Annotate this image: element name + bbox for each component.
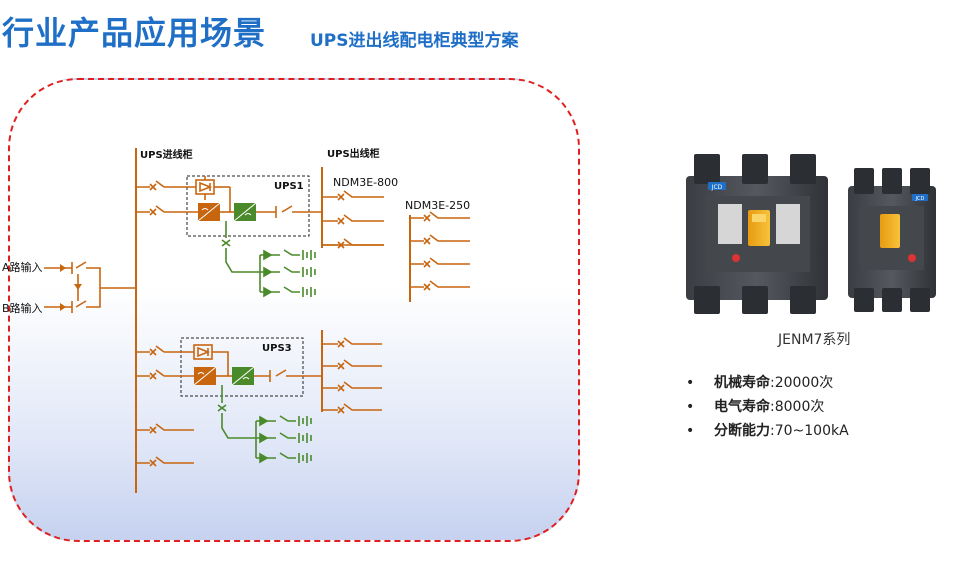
spec-sep: : xyxy=(770,399,775,415)
spec-value: 70~100kA xyxy=(774,423,849,439)
spec-label: 机械寿命 xyxy=(714,375,770,391)
input-b-label: B路输入 xyxy=(2,301,43,315)
spec-item-electrical-life: • 电气寿命:8000次 xyxy=(686,395,849,419)
spec-sep: : xyxy=(770,375,775,391)
page-subtitle: UPS进出线配电柜典型方案 xyxy=(310,31,519,51)
breaker-small: JCD xyxy=(848,168,936,312)
outgoing-bus-1 xyxy=(321,167,470,302)
ups1-label: UPS1 xyxy=(274,181,304,192)
ups-distribution-schematic: UPS进线柜 UPS出线柜 NDM3E-800 NDM3E-250 A路输入 B… xyxy=(2,147,470,493)
bullet: • xyxy=(686,399,695,415)
ups1-block xyxy=(136,175,384,298)
spec-label: 分断能力 xyxy=(714,423,770,439)
spec-value: 8000次 xyxy=(774,399,825,415)
ups3-label: UPS3 xyxy=(262,343,292,354)
diagram-panel xyxy=(8,78,580,542)
bullet: • xyxy=(686,375,695,391)
ups3-block xyxy=(136,337,322,467)
outgoing-cabinet-label: UPS出线柜 xyxy=(327,147,380,160)
breaker-large: JCD xyxy=(686,154,828,314)
spec-label: 电气寿命 xyxy=(714,399,770,415)
bullet: • xyxy=(686,423,695,439)
brand-badge-small: JCD xyxy=(915,196,925,202)
product-caption: JENM7系列 xyxy=(778,332,851,348)
spec-item-mechanical-life: • 机械寿命:20000次 xyxy=(686,371,849,395)
spec-sep: : xyxy=(770,423,775,439)
outgoing-bus-3 xyxy=(321,330,382,412)
spec-item-breaking-capacity: • 分断能力:70~100kA xyxy=(686,419,849,443)
incoming-cabinet-label: UPS进线柜 xyxy=(140,148,193,161)
spec-value: 20000次 xyxy=(774,375,834,391)
input-a-label: A路输入 xyxy=(2,260,43,274)
input-section xyxy=(44,261,136,313)
brand-badge-large: JCD xyxy=(711,184,723,191)
model-800-label: NDM3E-800 xyxy=(333,176,398,189)
page-title: 行业产品应用场景 xyxy=(2,14,267,52)
model-250-label: NDM3E-250 xyxy=(405,199,470,212)
jenm7-breaker-photo: JCD JCD xyxy=(686,154,936,314)
spec-list: •机械寿命:20000次 •电气寿命:8000次 •分断能力:70~100kA xyxy=(686,371,849,443)
